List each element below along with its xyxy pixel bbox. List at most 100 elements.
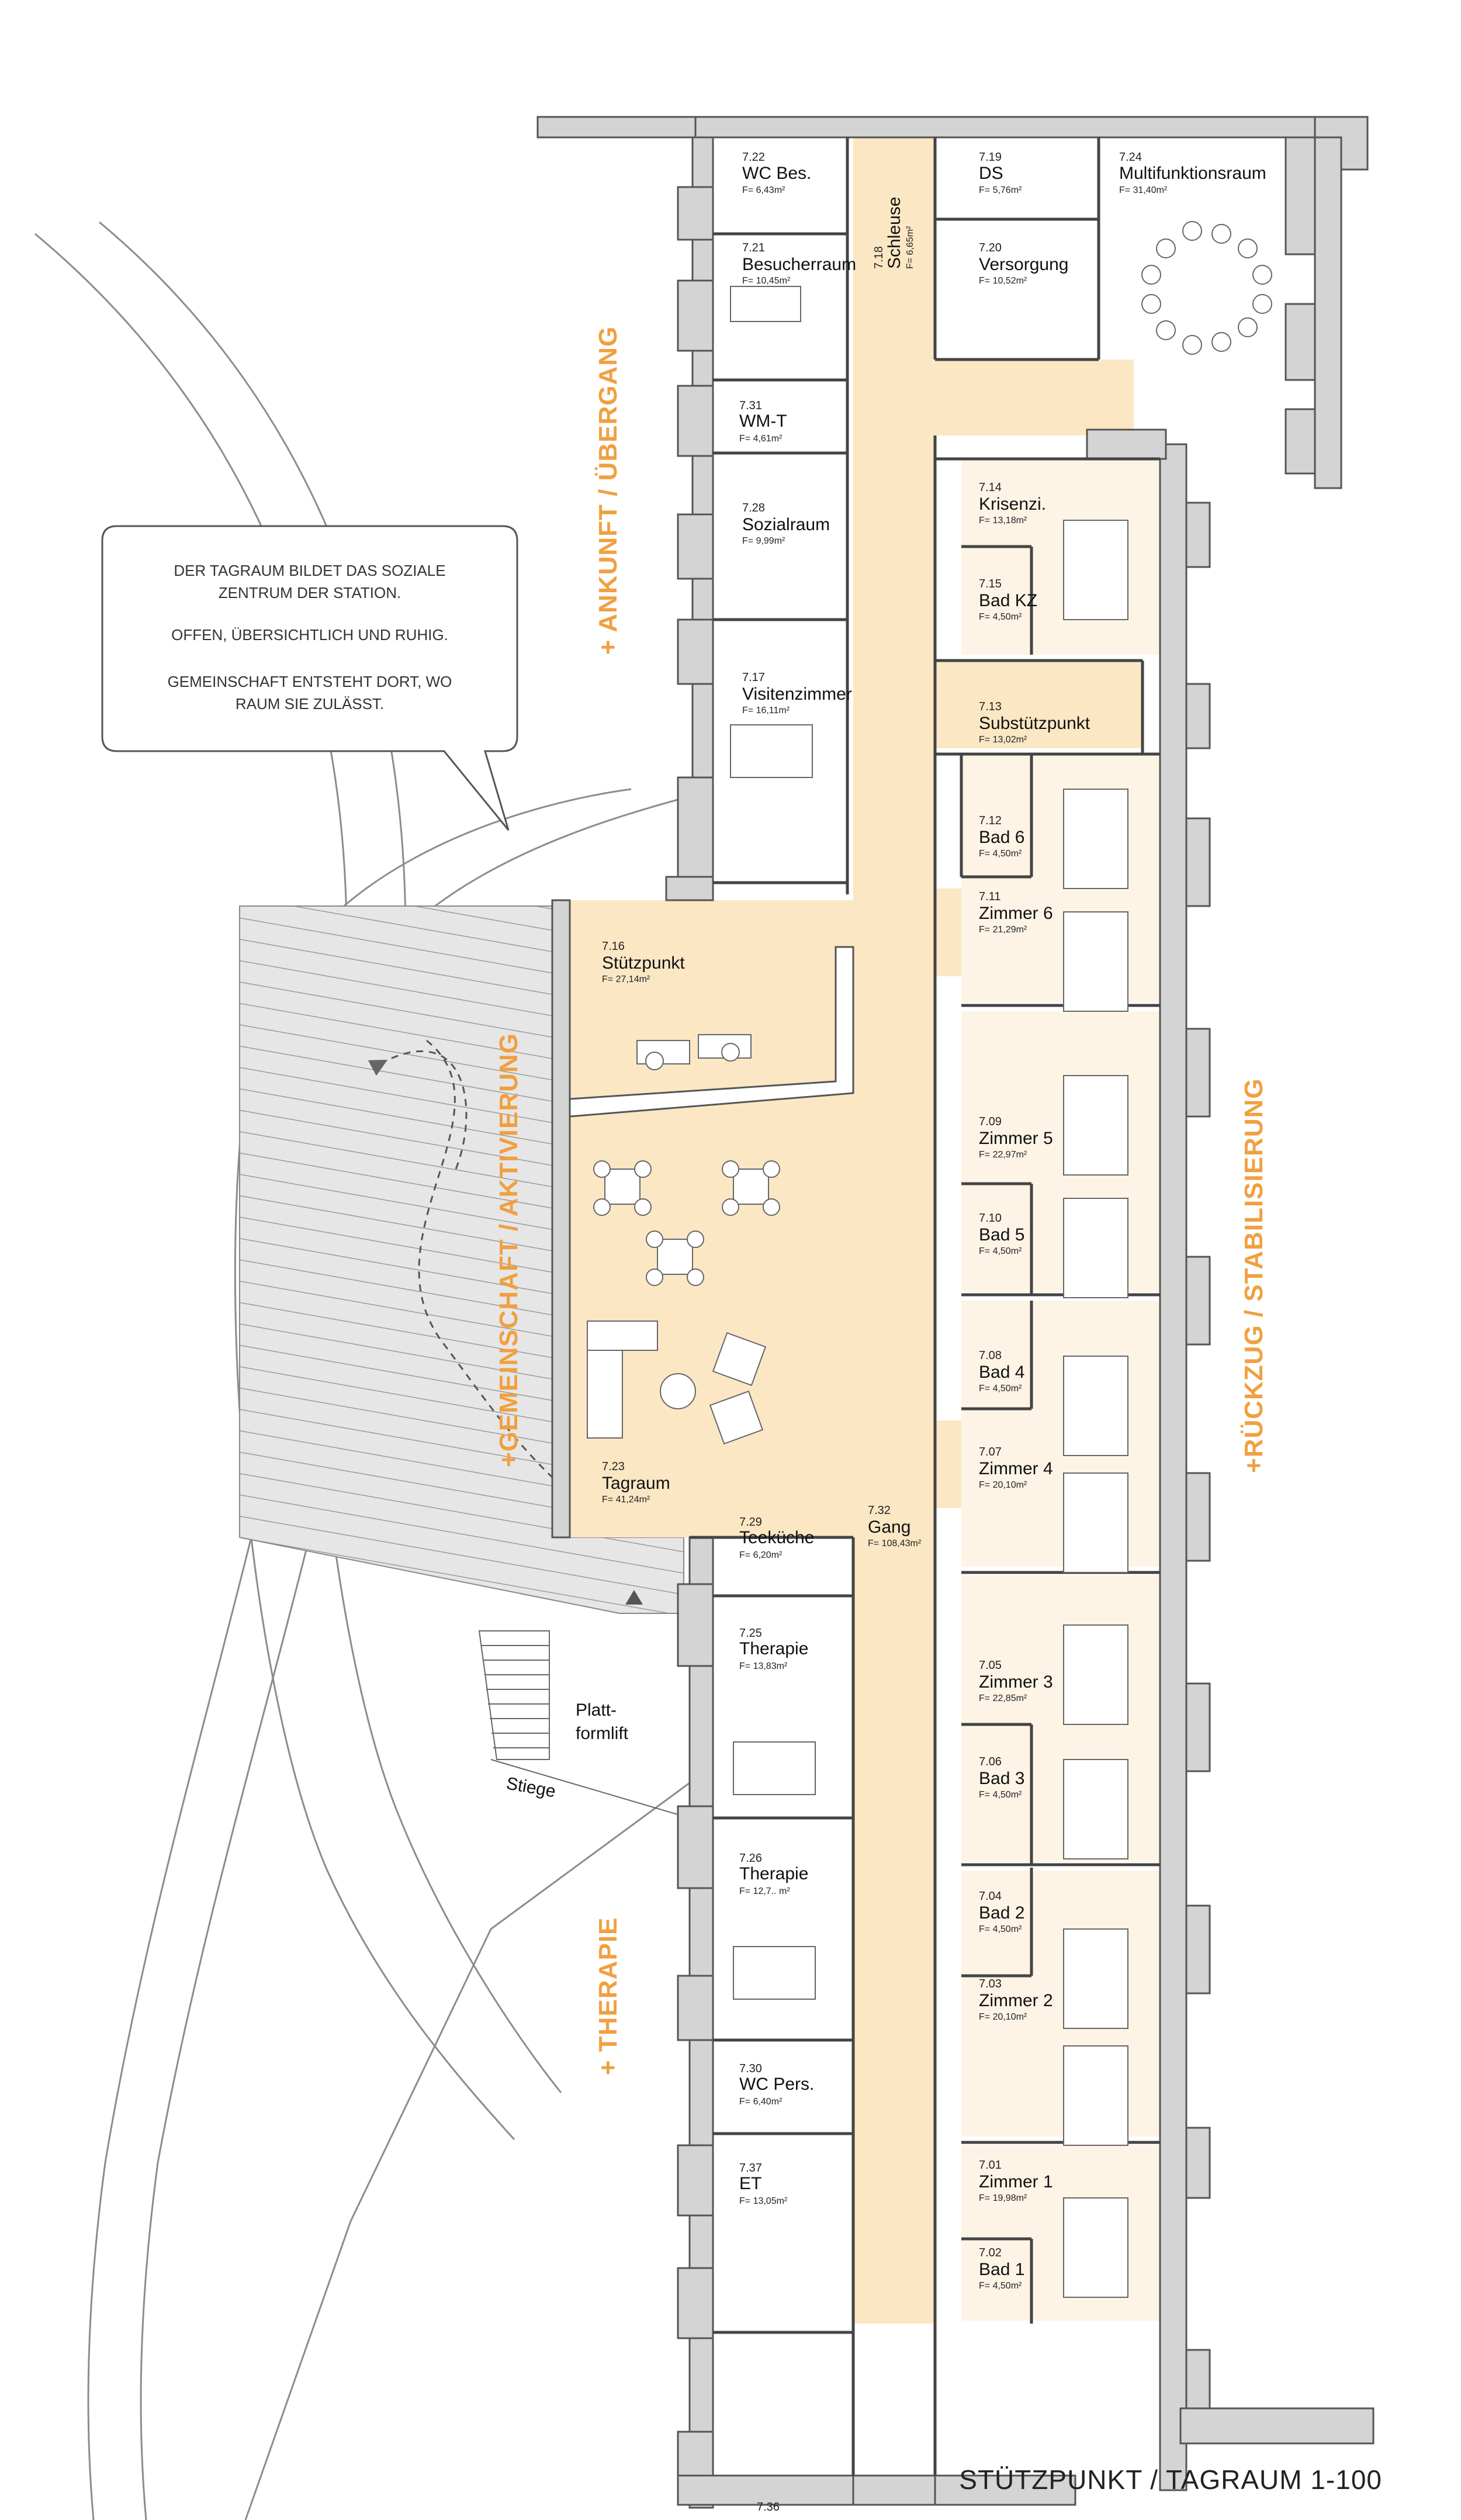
zone-therapie: + THERAPIE: [594, 1917, 622, 2075]
svg-text:Bad KZ: Bad KZ: [979, 591, 1037, 610]
svg-text:Visitenzimmer: Visitenzimmer: [742, 685, 852, 704]
room-label-7-06: 7.06 Bad 3 F= 4,50m²: [979, 1755, 1024, 1800]
svg-text:Zimmer 4: Zimmer 4: [979, 1459, 1053, 1478]
svg-text:Bad 5: Bad 5: [979, 1225, 1024, 1245]
svg-text:Zimmer 1: Zimmer 1: [979, 2172, 1053, 2191]
svg-text:7.30: 7.30: [739, 2062, 762, 2075]
svg-text:F= 4,50m²: F= 4,50m²: [979, 1924, 1022, 1934]
svg-text:DS: DS: [979, 164, 1003, 183]
room-label-7-11: 7.11 Zimmer 6 F= 21,29m²: [979, 890, 1053, 935]
svg-text:Zimmer 5: Zimmer 5: [979, 1129, 1053, 1148]
note-line-6: GEMEINSCHAFT ENTSTEHT DORT, WO: [168, 673, 452, 690]
room-label-7-12: 7.12 Bad 6 F= 4,50m²: [979, 814, 1024, 859]
svg-text:7.16: 7.16: [602, 940, 625, 953]
svg-text:Bad 6: Bad 6: [979, 828, 1024, 847]
svg-text:F= 4,61m²: F= 4,61m²: [739, 434, 783, 444]
room-label-7-14: 7.14 Krisenzi. F= 13,18m²: [979, 481, 1046, 526]
svg-text:F= 4,50m²: F= 4,50m²: [979, 849, 1022, 859]
svg-text:7.04: 7.04: [979, 1890, 1002, 1903]
svg-text:F= 20,10m²: F= 20,10m²: [979, 2012, 1027, 2022]
svg-text:7.22: 7.22: [742, 151, 765, 164]
svg-text:F= 6,65m²: F= 6,65m²: [905, 226, 915, 269]
svg-text:F= 16,11m²: F= 16,11m²: [742, 706, 790, 715]
svg-text:F= 21,29m²: F= 21,29m²: [979, 925, 1027, 935]
room-label-7-22: 7.22 WC Bes. F= 6,43m²: [742, 151, 811, 195]
note-line-2: ZENTRUM DER STATION.: [219, 584, 401, 602]
svg-text:7.20: 7.20: [979, 241, 1002, 254]
room-label-7-04: 7.04 Bad 2 F= 4,50m²: [979, 1890, 1024, 1934]
furniture: [587, 221, 1272, 2298]
svg-text:7.10: 7.10: [979, 1212, 1002, 1225]
svg-text:7.37: 7.37: [739, 2162, 762, 2175]
svg-text:F= 4,50m²: F= 4,50m²: [979, 1384, 1022, 1394]
room-label-7-25: 7.25 Therapie F= 13,83m²: [739, 1627, 808, 1671]
svg-text:WC Pers.: WC Pers.: [739, 2075, 814, 2094]
tagraum-floor: [558, 900, 853, 1537]
svg-text:Bad 1: Bad 1: [979, 2260, 1024, 2279]
svg-text:7.15: 7.15: [979, 578, 1002, 590]
svg-text:F= 22,85m²: F= 22,85m²: [979, 1693, 1027, 1703]
svg-text:F= 4,50m²: F= 4,50m²: [979, 2281, 1022, 2291]
svg-text:7.08: 7.08: [979, 1349, 1002, 1362]
room-label-7-36: 7.36: [757, 2501, 780, 2514]
svg-text:F= 6,43m²: F= 6,43m²: [742, 185, 785, 195]
svg-text:F= 13,18m²: F= 13,18m²: [979, 516, 1027, 526]
svg-text:7.19: 7.19: [979, 151, 1002, 164]
svg-text:F= 9,99m²: F= 9,99m²: [742, 536, 785, 546]
svg-text:Zimmer 2: Zimmer 2: [979, 1991, 1053, 2010]
substuetzpunkt-floor: [935, 661, 1143, 748]
room-label-7-28: 7.28 Sozialraum F= 9,99m²: [742, 502, 830, 546]
room-label-7-05: 7.05 Zimmer 3 F= 22,85m²: [979, 1659, 1053, 1703]
room-label-7-20: 7.20 Versorgung F= 10,52m²: [979, 241, 1068, 286]
room-label-7-13: 7.13 Substützpunkt F= 13,02m²: [979, 700, 1090, 745]
room-label-7-16: 7.16 Stützpunkt F= 27,14m²: [602, 940, 685, 984]
svg-text:F= 20,10m²: F= 20,10m²: [979, 1480, 1027, 1490]
svg-text:7.13: 7.13: [979, 700, 1002, 713]
svg-text:Bad 3: Bad 3: [979, 1769, 1024, 1788]
plan-title: STÜTZPUNKT / TAGRAUM 1-100: [959, 2464, 1382, 2495]
room-label-7-10: 7.10 Bad 5 F= 4,50m²: [979, 1212, 1024, 1256]
room-label-7-02: 7.02 Bad 1 F= 4,50m²: [979, 2246, 1024, 2291]
svg-text:F= 41,24m²: F= 41,24m²: [602, 1495, 650, 1505]
svg-text:7.21: 7.21: [742, 241, 765, 254]
room-label-7-18: 7.18 Schleuse F= 6,65m²: [873, 197, 915, 269]
note-bubble: DER TAGRAUM BILDET DAS SOZIALE ZENTRUM D…: [101, 525, 518, 831]
svg-text:F= 108,43m²: F= 108,43m²: [868, 1539, 922, 1548]
svg-text:7.32: 7.32: [868, 1504, 891, 1517]
stuetzpunkt-counter: [569, 946, 854, 1118]
svg-text:F= 31,40m²: F= 31,40m²: [1119, 185, 1168, 195]
room-label-7-09: 7.09 Zimmer 5 F= 22,97m²: [979, 1115, 1053, 1160]
room-label-7-21: 7.21 Besucherraum F= 10,45m²: [742, 241, 856, 286]
walls: [536, 116, 1375, 2509]
svg-text:7.12: 7.12: [979, 814, 1002, 827]
stairs: [478, 1630, 550, 1760]
room-label-7-37: 7.37 ET F= 13,05m²: [739, 2162, 788, 2206]
stiege-label: Stiege: [505, 1774, 558, 1801]
note-line-4: OFFEN, ÜBERSICHTLICH UND RUHIG.: [171, 626, 448, 644]
svg-text:Bad 2: Bad 2: [979, 1903, 1024, 1923]
svg-text:7.17: 7.17: [742, 671, 765, 684]
svg-text:Sozialraum: Sozialraum: [742, 515, 830, 534]
svg-text:F= 4,50m²: F= 4,50m²: [979, 1790, 1022, 1800]
svg-text:7.11: 7.11: [979, 890, 1000, 903]
room-label-7-01: 7.01 Zimmer 1 F= 19,98m²: [979, 2159, 1053, 2203]
svg-text:ET: ET: [739, 2174, 761, 2193]
svg-text:Zimmer 6: Zimmer 6: [979, 904, 1053, 923]
svg-text:WC Bes.: WC Bes.: [742, 164, 811, 183]
svg-text:F= 10,52m²: F= 10,52m²: [979, 276, 1027, 286]
svg-text:7.28: 7.28: [742, 502, 765, 514]
svg-text:7.31: 7.31: [739, 399, 762, 412]
room-label-7-30: 7.30 WC Pers. F= 6,40m²: [739, 2062, 814, 2107]
svg-text:7.18: 7.18: [873, 246, 885, 269]
partitions: [690, 137, 1160, 2476]
svg-text:Versorgung: Versorgung: [979, 255, 1068, 274]
svg-text:Schleuse: Schleuse: [885, 197, 904, 269]
room-label-7-29: 7.29 Teeküche F= 6,20m²: [739, 1516, 814, 1560]
svg-text:7.29: 7.29: [739, 1516, 762, 1529]
svg-text:F= 6,20m²: F= 6,20m²: [739, 1550, 783, 1560]
svg-text:Therapie: Therapie: [739, 1639, 808, 1658]
note-line-7: RAUM SIE ZULÄSST.: [236, 695, 384, 713]
zone-gemeinschaft: +GEMEINSCHAFT / AKTIVIERUNG: [494, 1033, 523, 1467]
room-label-7-03: 7.03 Zimmer 2 F= 20,10m²: [979, 1978, 1053, 2022]
